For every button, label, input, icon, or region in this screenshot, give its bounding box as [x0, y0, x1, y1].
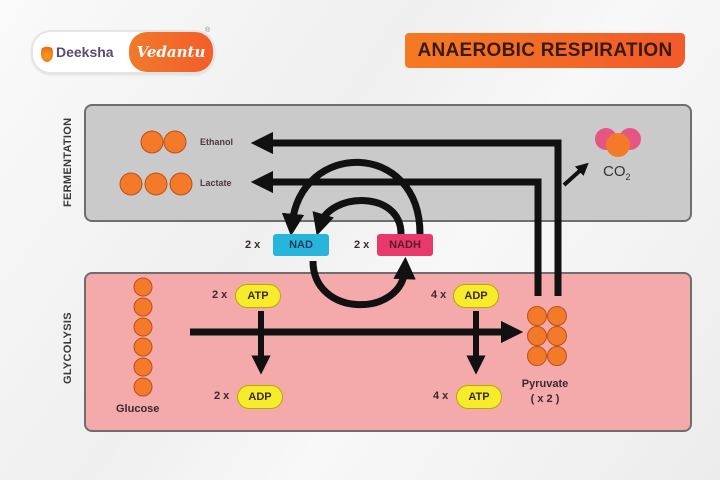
arrow-nadh-to-nad-outer — [281, 158, 424, 237]
pyruvate-molecule — [527, 306, 567, 366]
arrow-nad-to-nadh — [309, 256, 416, 309]
lactate-molecule — [119, 172, 193, 196]
glycolysis-panel — [84, 272, 692, 432]
arrow-to-co2 — [562, 162, 589, 187]
ethanol-label: Ethanol — [200, 137, 233, 147]
atp-out-multiplier: 4 x — [433, 390, 449, 402]
co2-subscript: 2 — [625, 172, 631, 182]
pyruvate-label: Pyruvate ( x 2 ) — [515, 377, 575, 407]
glucose-label: Glucose — [116, 403, 160, 415]
brand-deeksha: Deeksha — [56, 44, 114, 60]
nad-badge: NAD — [273, 234, 329, 256]
arrow-nadh-to-nad-inner — [312, 197, 405, 236]
lactate-label: Lactate — [200, 178, 232, 188]
glucose-molecule — [133, 277, 153, 397]
registered-mark: ® — [205, 27, 211, 34]
arrow-to-ethanol — [250, 131, 562, 296]
atp-in-multiplier: 2 x — [212, 289, 228, 301]
co2-molecule — [595, 128, 641, 157]
nad-multiplier: 2 x — [245, 239, 261, 251]
brand-vedantu: Vedantu — [136, 43, 206, 61]
adp-in-badge: ADP — [453, 284, 499, 308]
fermentation-panel — [84, 104, 692, 222]
adp-out-badge: ADP — [237, 385, 283, 409]
nadh-multiplier: 2 x — [354, 239, 370, 251]
pyruvate-name: Pyruvate — [521, 378, 569, 390]
atp-out-badge: ATP — [456, 385, 502, 409]
page-title: ANAEROBIC RESPIRATION — [405, 33, 685, 68]
atp-in-badge: ATP — [235, 284, 281, 308]
arrow-to-lactate — [250, 170, 542, 296]
nadh-badge: NADH — [377, 234, 433, 256]
co2-label: CO2 — [603, 163, 631, 182]
co2-text: CO — [603, 163, 626, 180]
flame-icon — [41, 42, 53, 62]
adp-out-multiplier: 2 x — [214, 390, 230, 402]
pyruvate-multiplier: ( x 2 ) — [530, 393, 560, 405]
brand-logo: Deeksha Vedantu — [31, 30, 215, 74]
ethanol-molecule — [140, 130, 187, 154]
adp-in-multiplier: 4 x — [431, 289, 447, 301]
